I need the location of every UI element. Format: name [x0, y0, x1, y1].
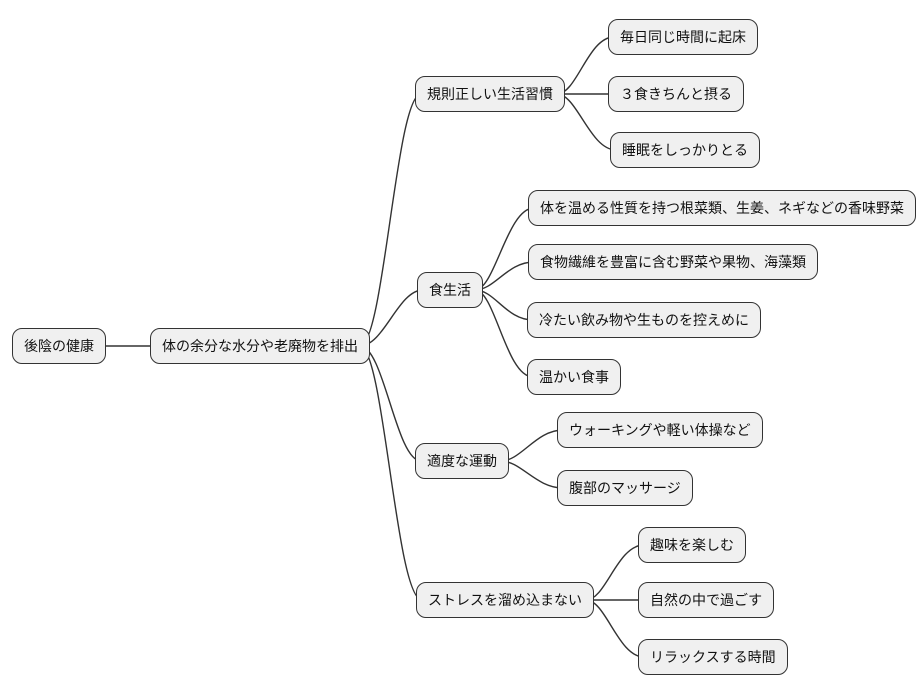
- edge-branch3-leaf-2: [500, 460, 564, 489]
- node-hub: 体の余分な水分や老廃物を排出: [150, 328, 370, 364]
- node-leaf-three-meals: ３食きちんと摂る: [608, 76, 744, 112]
- node-branch-diet: 食生活: [417, 272, 483, 308]
- edge-branch1-leaf-1: [556, 36, 615, 95]
- edge-branch2-leaf-1: [474, 207, 535, 291]
- node-leaf-enjoy-hobbies: 趣味を楽しむ: [638, 527, 746, 563]
- node-branch-stress: ストレスを溜め込まない: [416, 582, 594, 618]
- edge-hub-branch-4: [359, 345, 423, 601]
- node-leaf-good-sleep: 睡眠をしっかりとる: [610, 132, 760, 168]
- node-leaf-warming-foods: 体を温める性質を持つ根菜類、生姜、ネギなどの香味野菜: [528, 190, 916, 226]
- node-branch-lifestyle: 規則正しい生活習慣: [415, 76, 565, 112]
- edge-branch4-leaf-1: [585, 544, 645, 601]
- node-root: 後陰の健康: [12, 328, 106, 364]
- edge-branch3-leaf-1: [500, 429, 564, 462]
- node-leaf-walking: ウォーキングや軽い体操など: [557, 412, 763, 448]
- node-leaf-relax-time: リラックスする時間: [638, 639, 788, 675]
- edge-branch2-leaf-2: [474, 261, 535, 291]
- edge-branch4-leaf-3: [585, 599, 645, 658]
- node-leaf-wake-same-time: 毎日同じ時間に起床: [608, 19, 758, 55]
- edge-branch2-leaf-4: [474, 289, 534, 378]
- node-branch-exercise: 適度な運動: [415, 443, 509, 479]
- node-leaf-warm-meals: 温かい食事: [527, 359, 621, 395]
- node-leaf-abdominal-massage: 腹部のマッサージ: [557, 470, 693, 506]
- edge-hub-branch-1: [359, 93, 422, 347]
- edge-hub-branch-3: [359, 345, 422, 462]
- node-leaf-fiber-foods: 食物繊維を豊富に含む野菜や果物、海藻類: [528, 244, 818, 280]
- node-leaf-time-in-nature: 自然の中で過ごす: [638, 582, 775, 618]
- edge-branch2-leaf-3: [474, 289, 534, 321]
- node-leaf-avoid-cold-foods: 冷たい飲み物や生ものを控えめに: [527, 302, 761, 338]
